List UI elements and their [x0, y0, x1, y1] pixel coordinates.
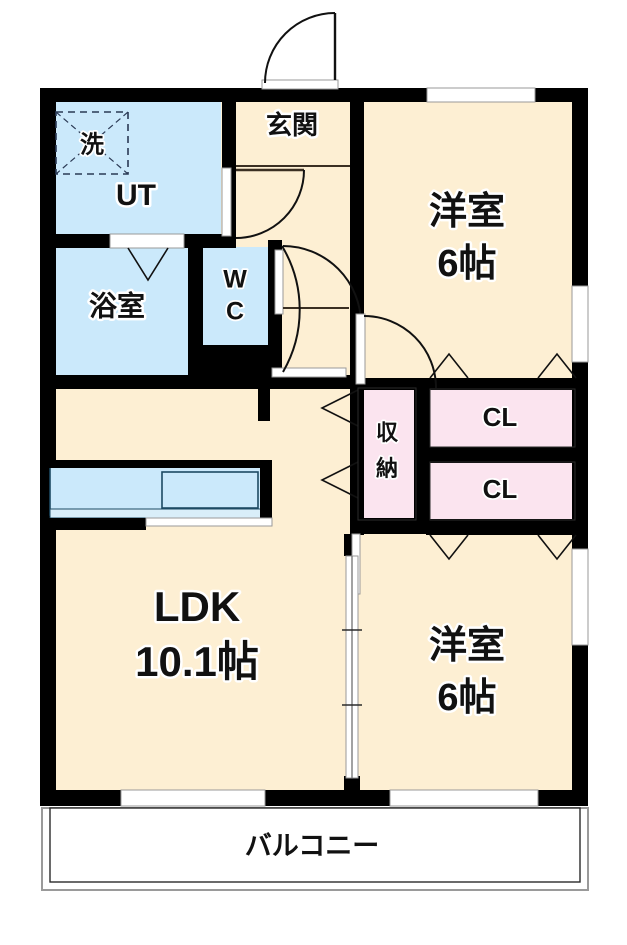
chevron-bath-door — [127, 247, 169, 282]
label-ldk-name: LDK — [154, 583, 240, 630]
label-bath: 浴室 — [89, 289, 145, 321]
entrance-door-swing — [264, 12, 336, 84]
wc-door-jamb — [274, 249, 284, 315]
chevron-storage-1 — [320, 389, 359, 427]
kitchen-counter-backwall — [46, 460, 272, 468]
closet-upper-fill — [430, 389, 575, 447]
hall-ldk-door — [271, 245, 347, 378]
upper-bedroom-door-jamb — [355, 313, 366, 385]
chevron-cl-upper-2 — [537, 352, 577, 379]
wall-closet-middle — [426, 447, 576, 463]
wc-door-swing — [282, 245, 362, 325]
hall-ldk-threshold — [271, 367, 347, 378]
ut-door-swing — [235, 169, 305, 239]
sliding-door-ldk-bedroom — [342, 555, 362, 779]
room-storage-fill — [358, 385, 418, 523]
doors — [221, 12, 437, 779]
chevron-cl-upper-1 — [429, 352, 469, 379]
wall-storage-top — [358, 378, 426, 390]
outline-cl-lower — [429, 461, 576, 521]
wall-storage-right — [414, 378, 430, 526]
wall-kitchen-right — [260, 460, 272, 520]
closet-door-chevrons — [127, 247, 577, 561]
kitchen-counter-lip — [49, 508, 269, 519]
wall-closet-bottom — [426, 519, 576, 535]
balcony — [41, 807, 589, 891]
outline-cl-upper — [429, 388, 576, 448]
upper-bedroom-door-swing — [363, 315, 437, 389]
label-washer: 洗 — [80, 131, 104, 158]
wall-stub-partition-bottom — [344, 776, 360, 794]
hall-ldk-swing — [281, 245, 301, 373]
label-bedroom-top-name: 洋室 — [429, 190, 505, 233]
window-top-bedroom — [426, 87, 536, 103]
washer-pan-outline — [55, 111, 129, 175]
door-opening-ut-bath — [109, 233, 185, 249]
label-genkan: 玄関 — [266, 110, 318, 140]
label-ut: UT — [116, 179, 156, 212]
room-wc-fill — [203, 247, 268, 345]
wall-bath-right — [188, 247, 203, 375]
label-bedroom-bottom-size: 6帖 — [437, 677, 496, 719]
wall-wc-bottom — [203, 345, 282, 375]
kitchen-opening — [145, 517, 273, 527]
label-ldk-size: 10.1帖 — [135, 638, 259, 685]
kitchen-sink — [161, 471, 259, 509]
wc-door — [274, 245, 362, 325]
label-wc-line2: C — [226, 298, 244, 326]
wall-closet-top — [426, 378, 576, 390]
washer-pan — [55, 111, 129, 175]
wall-sanitary-bottom — [40, 375, 350, 389]
chevron-storage-2 — [320, 461, 359, 499]
label-balcony: バルコニー — [245, 831, 379, 861]
interior-walls — [40, 88, 576, 794]
label-bedroom-bottom-name: 洋室 — [429, 624, 505, 667]
label-closet-lower: CL — [483, 474, 518, 504]
ut-door-jamb — [221, 167, 232, 237]
windows — [120, 87, 589, 807]
room-labels: 洗 UT 浴室 W C 玄関 洋室 6帖 洋室 6帖 LDK 10.1帖 収 納… — [78, 107, 519, 863]
window-bottom-ldk — [120, 789, 266, 807]
label-closet-upper: CL — [483, 402, 518, 432]
wall-storage-bottom — [350, 518, 426, 534]
entrance-door — [261, 12, 339, 90]
label-wc-line1: W — [223, 266, 247, 294]
ut-door — [221, 167, 305, 239]
room-bath-fill — [46, 247, 188, 375]
room-outlines — [357, 387, 576, 521]
room-ut-fill — [46, 100, 221, 234]
washer-pan-diag-2 — [55, 111, 129, 175]
chevron-cl-lower-1 — [429, 534, 469, 561]
wall-nib-ldk-top — [258, 389, 270, 421]
label-bedroom-top-size: 6帖 — [437, 243, 496, 285]
washer-pan-diag-1 — [55, 111, 129, 175]
wall-exterior-left — [40, 88, 56, 806]
wall-exterior-top-left — [40, 88, 222, 102]
label-storage-line1: 収 — [376, 420, 399, 445]
window-right-lower-bedroom — [571, 548, 589, 646]
entrance-door-threshold — [261, 79, 339, 90]
upper-bedroom-door — [355, 313, 437, 389]
kitchen-fixtures — [40, 460, 273, 530]
wall-kitchen-below-left — [40, 518, 146, 530]
window-right-upper-bedroom — [571, 285, 589, 363]
balcony-inner — [49, 807, 581, 883]
chevron-cl-lower-2 — [537, 534, 577, 561]
closet-lower-fill — [430, 462, 575, 520]
label-storage-line2: 納 — [376, 456, 398, 481]
window-bottom-bedroom — [389, 789, 539, 807]
outline-storage — [357, 387, 417, 521]
